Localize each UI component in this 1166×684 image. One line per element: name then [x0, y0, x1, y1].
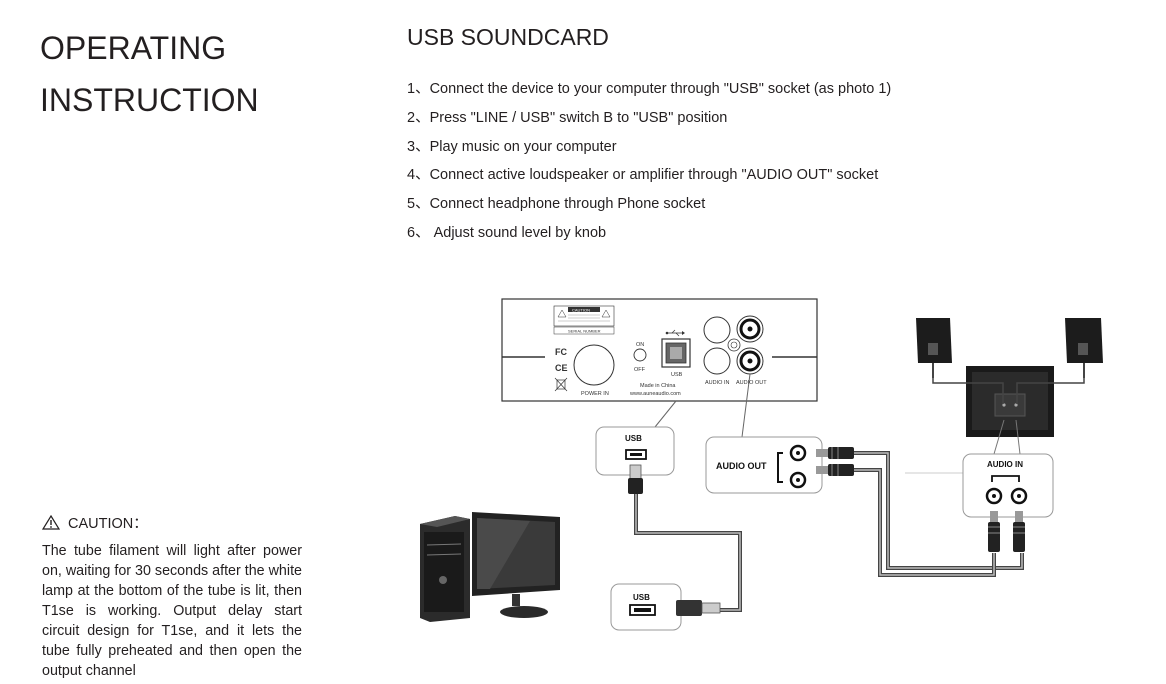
caution-label-text: CAUTION [572, 308, 590, 313]
audio-out-socket-l[interactable] [736, 315, 764, 343]
fcc-mark: FC [555, 347, 567, 357]
audio-in-callout: AUDIO IN [962, 453, 1054, 518]
caution-label: CAUTION SERIAL NUMBER [553, 305, 615, 335]
audio-in-panel-label: AUDIO IN [705, 380, 729, 386]
active-amplifier [966, 366, 1054, 437]
website-text: www.auneaudio.com [629, 391, 681, 397]
audio-out-callout-label: AUDIO OUT [716, 461, 767, 471]
ce-mark: CE [555, 363, 568, 373]
usb-socket-label: USB [671, 372, 683, 378]
usb-mini-callout: USB [595, 426, 675, 476]
caution-heading: CAUTION： [68, 516, 148, 532]
caution-text: The tube filament will light after power… [42, 543, 302, 679]
audio-out-callout: AUDIO OUT [705, 436, 823, 494]
power-in-socket[interactable] [573, 344, 615, 386]
audio-in-socket-l[interactable] [703, 316, 731, 344]
step-item: 4、Connect active loudspeaker or amplifie… [407, 167, 879, 184]
caution-box: CAUTION： The tube filament will light af… [42, 512, 302, 681]
usb-b-socket[interactable] [661, 338, 691, 368]
step-item: 6、 Adjust sound level by knob [407, 224, 607, 241]
warning-triangle-icon [42, 515, 60, 530]
audio-out-panel-label: AUDIO OUT [736, 380, 767, 386]
rca-plug-left [816, 447, 854, 459]
section-title: USB SOUNDCARD [407, 24, 609, 50]
made-in-text: Made in China [640, 383, 676, 389]
speaker-right [1065, 318, 1103, 378]
step-item: 3、Play music on your computer [407, 138, 617, 155]
usb-a-plug [676, 600, 721, 616]
usb-symbol-icon [665, 329, 685, 337]
step-item: 2、Press "LINE / USB" switch B to "USB" p… [407, 109, 728, 126]
weee-bin-icon [554, 377, 568, 392]
step-item: 1、Connect the device to your computer th… [407, 81, 892, 97]
instruction-steps: 1、Connect the device to your computer th… [407, 79, 891, 252]
serial-number-text: SERIAL NUMBER [568, 329, 601, 334]
power-switch[interactable] [633, 348, 647, 362]
rca-plug-in-right [1013, 511, 1025, 552]
audio-in-socket-r[interactable] [703, 347, 731, 375]
page-title: OPERATING INSTRUCTION [40, 22, 259, 126]
power-in-label: POWER IN [581, 391, 609, 397]
usb-callout-top-label: USB [625, 434, 642, 443]
usb-mini-plug [628, 464, 643, 494]
audio-out-socket-r[interactable] [736, 347, 764, 375]
computer-monitor [472, 512, 560, 618]
device-rear-panel: CAUTION SERIAL NUMBER FC CE POWER IN ON … [501, 298, 818, 402]
title-line-1: OPERATING [40, 30, 227, 66]
usb-callout-bottom-label: USB [633, 593, 650, 602]
computer-tower [420, 516, 470, 622]
audio-in-callout-label: AUDIO IN [987, 460, 1023, 469]
usb-a-callout: USB [610, 583, 682, 631]
caution-heading-row: CAUTION： [42, 512, 302, 533]
step-item: 5、Connect headphone through Phone socket [407, 196, 706, 213]
switch-on-label: ON [636, 342, 644, 348]
rca-plug-right [816, 464, 854, 476]
rca-plug-in-left [988, 511, 1000, 552]
speaker-left [916, 318, 952, 378]
title-line-2: INSTRUCTION [40, 82, 259, 118]
switch-off-label: OFF [634, 367, 646, 373]
